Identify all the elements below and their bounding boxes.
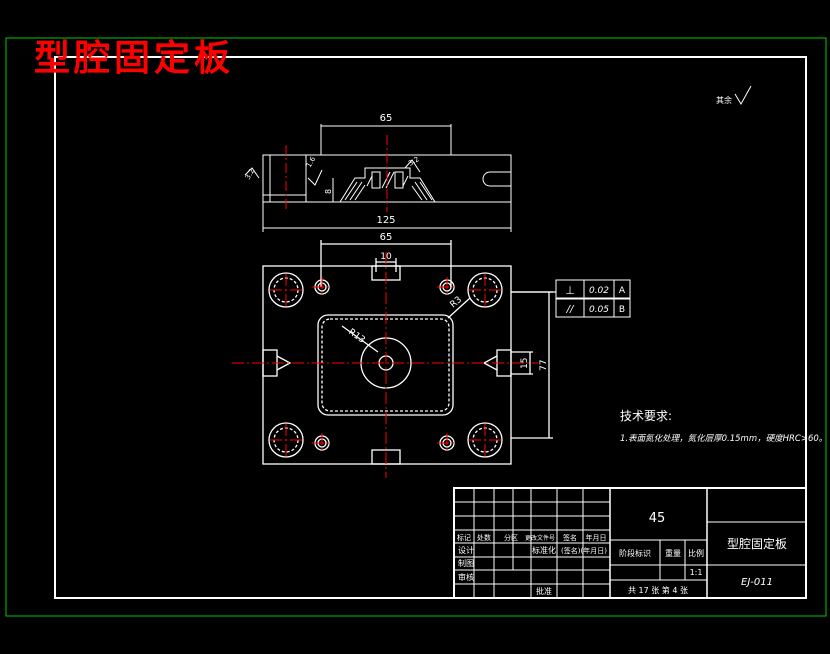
title-design-label: 设计 (458, 545, 474, 555)
title-sheets: 共 17 张 第 4 张 (628, 585, 688, 595)
side-dim-8: 8 (324, 189, 333, 194)
top-dim-15: 15 (520, 358, 530, 369)
title-sign-date-label: (签名)(年月日) (561, 546, 607, 555)
top-dim-10: 10 (380, 252, 392, 262)
tol-value-1: 0.02 (589, 286, 609, 296)
tech-requirements-line1: 1.表面氮化处理，氮化层厚0.15mm，硬度HRC>60。 (620, 433, 827, 444)
side-view (244, 124, 512, 232)
drawing-frame (54, 56, 807, 599)
title-check-label: 审核 (458, 572, 474, 582)
title-row-label-2: 处数 (477, 533, 491, 542)
tol-datum-2: B (619, 305, 625, 315)
tol-symbol-1: ⊥ (565, 284, 575, 297)
small-holes (314, 279, 455, 451)
roughness-mark-right (404, 159, 421, 173)
tol-symbol-2: // (566, 304, 575, 315)
title-row-label-4: 更改文件号 (525, 534, 555, 542)
side-view-slot (482, 171, 511, 187)
leader-r3 (447, 297, 471, 319)
title-row-label-1: 标记 (457, 533, 471, 542)
tol-value-2: 0.05 (589, 305, 609, 315)
roughness-label-left: 3.2 (244, 167, 256, 181)
tol-datum-1: A (619, 286, 626, 296)
title-stage-label: 阶段标识 (619, 548, 651, 558)
title-draw-label: 制图 (458, 558, 474, 568)
section-hatch (344, 171, 433, 201)
title-part-name: 型腔固定板 (727, 536, 787, 551)
title-drawing-no: EJ-011 (741, 577, 773, 588)
title-standardize-label: 标准化 (532, 545, 556, 555)
sheet-title: 型腔固定板 (34, 37, 235, 79)
tech-requirements-heading: 技术要求: (620, 409, 672, 423)
title-material: 45 (649, 511, 666, 526)
side-dim-bottom: 125 (376, 215, 395, 226)
top-dim-r13: R13 (346, 327, 366, 345)
title-scale: 1:1 (690, 568, 703, 577)
title-row-label-5: 签名 (563, 533, 577, 542)
tolerance-frame-perpendicular (555, 279, 631, 299)
outer-border (5, 37, 827, 617)
roughness-mark-mid (307, 169, 323, 186)
top-dim-65: 65 (380, 232, 393, 243)
title-approve-label: 批准 (536, 586, 552, 596)
leader-r13 (341, 325, 379, 353)
title-weight-label: 重量 (665, 548, 681, 558)
top-view (262, 240, 556, 465)
tolerance-frame-parallel (555, 298, 631, 318)
title-row-label-3: 分区 (504, 533, 518, 542)
top-dim-r3: R3 (449, 295, 465, 310)
roughness-label-right: 3.2 (407, 155, 421, 167)
roughness-label-small: 1.6 (305, 155, 318, 169)
top-dim-77: 77 (539, 360, 549, 371)
title-scale-label: 比例 (688, 548, 704, 558)
roughness-mark-left (244, 167, 260, 179)
title-block (453, 487, 807, 599)
tolerance-frames (555, 279, 631, 318)
title-row-label-6: 年月日 (586, 533, 607, 542)
surface-finish-label: 其余 (716, 95, 732, 105)
surface-finish-icon (734, 85, 752, 105)
side-dim-top: 65 (380, 113, 393, 124)
